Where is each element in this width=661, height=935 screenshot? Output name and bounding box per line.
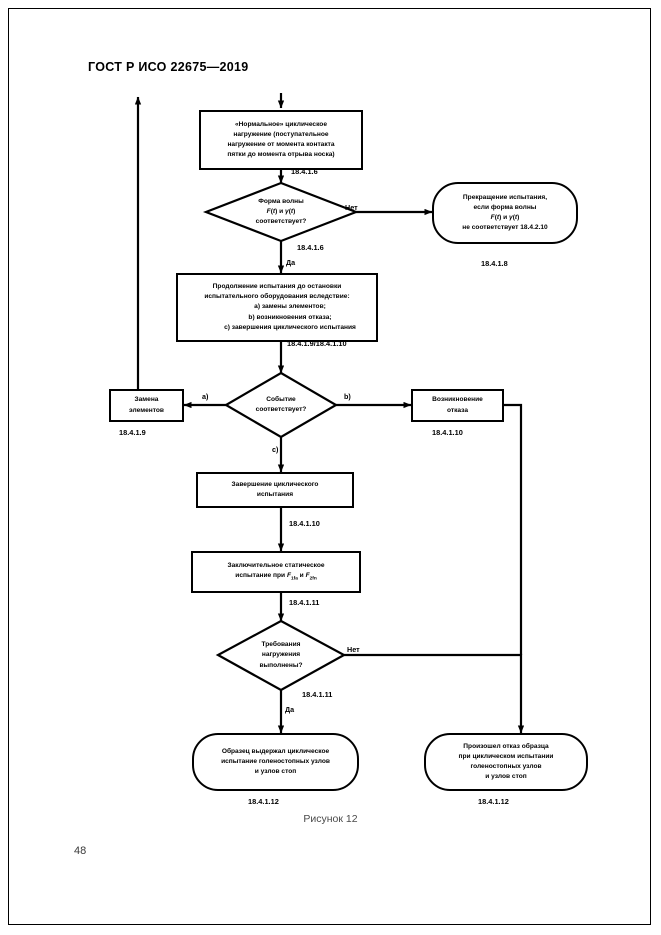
ref-label-continue-test: 18.4.1.9/18.4.1.10 xyxy=(287,339,347,348)
node-line: если форма волны xyxy=(473,203,537,211)
figure-caption: Рисунок 12 xyxy=(303,813,358,825)
node-line: при циклическом испытании xyxy=(458,752,554,760)
node-line: b) возникновения отказа; xyxy=(248,313,332,321)
node-line: соответствует? xyxy=(255,218,307,226)
node-continue-test[interactable]: Продолжение испытания до остановки испыт… xyxy=(176,273,378,342)
node-line: не соответствует 18.4.2.10 xyxy=(462,224,548,232)
node-test-termination[interactable]: Прекращение испытания, если форма волны … xyxy=(432,182,578,244)
node-line: испытание при F1fa и F2fn xyxy=(235,572,317,582)
node-sample-passed[interactable]: Образец выдержал циклическое испытание г… xyxy=(192,733,359,791)
node-line: элементов xyxy=(129,406,164,414)
node-line: испытание голеностопных узлов xyxy=(221,757,330,765)
node-cyclic-test-completion[interactable]: Завершение циклического испытания xyxy=(196,472,354,508)
node-line: и узлов стоп xyxy=(485,773,527,781)
node-final-static-test[interactable]: Заключительное статическое испытание при… xyxy=(191,551,361,593)
standard-header: ГОСТ Р ИСО 22675—2019 xyxy=(88,60,249,74)
node-line: «Нормальное» циклическое xyxy=(235,120,327,128)
ref-label-replace-components: 18.4.1.9 xyxy=(119,428,146,437)
edge-label-waveform-yes: Да xyxy=(286,258,296,267)
node-line: F(t) и γ(t) xyxy=(490,214,520,221)
node-line: Замена xyxy=(134,396,159,404)
edge-label-event-b: b) xyxy=(344,392,351,401)
ref-label-failure-occurrence: 18.4.1.10 xyxy=(432,428,463,437)
node-line: Требования xyxy=(261,641,301,649)
node-line: Продолжение испытания до остановки xyxy=(212,282,342,290)
node-line: c) завершения циклического испытания xyxy=(224,323,356,331)
page-number: 48 xyxy=(74,845,87,857)
node-normal-cyclic-loading[interactable]: «Нормальное» циклическое нагружение (пос… xyxy=(199,110,363,170)
edge-label-requirements-yes: Да xyxy=(285,705,295,714)
edge-label-waveform-no: Нет xyxy=(345,203,358,212)
ref-label-loading-requirements-check: 18.4.1.11 xyxy=(302,690,333,699)
ref-label-sample-passed: 18.4.1.12 xyxy=(248,797,279,806)
node-line: нагружение от момента контакта xyxy=(227,141,335,148)
node-line: Произошел отказ образца xyxy=(463,742,549,750)
ref-label-test-termination: 18.4.1.8 xyxy=(481,259,508,268)
node-line: испытательного оборудования вследствие: xyxy=(204,293,350,301)
node-line: F(t) и γ(t) xyxy=(266,207,296,215)
edge-label-event-c: c) xyxy=(272,445,279,454)
node-replace-components[interactable]: Замена элементов xyxy=(109,389,184,422)
node-line: Прекращение испытания, xyxy=(462,193,548,201)
node-line: Образец выдержал циклическое xyxy=(221,747,330,755)
node-loading-requirements-check[interactable]: Требования нагружения выполнены? xyxy=(218,621,344,690)
node-line: и узлов стоп xyxy=(254,768,297,776)
ref-label-sample-failed: 18.4.1.12 xyxy=(478,797,509,806)
ref-label-cyclic-test-completion: 18.4.1.10 xyxy=(289,519,320,528)
page-border xyxy=(8,8,651,925)
node-line: пятки до момента отрыва носка) xyxy=(227,151,335,159)
node-line: Завершение циклического xyxy=(231,480,319,488)
node-sample-failed[interactable]: Произошел отказ образца при циклическом … xyxy=(424,733,588,791)
node-event-check[interactable]: Событие соответствует? xyxy=(226,373,336,437)
node-line: нагружение (поступательное xyxy=(233,130,329,138)
node-line: выполнены? xyxy=(259,661,303,669)
node-line: соответствует? xyxy=(255,406,307,413)
edge-label-requirements-no: Нет xyxy=(347,645,360,654)
node-line: Заключительное статическое xyxy=(227,562,325,570)
edge-label-event-a: a) xyxy=(202,392,209,401)
node-failure-occurrence[interactable]: Возникновение отказа xyxy=(411,389,504,422)
ref-label-normal-cyclic-loading: 18.4.1.6 xyxy=(291,167,318,176)
node-line: Форма волны xyxy=(258,197,304,205)
node-line: испытания xyxy=(256,491,294,498)
ref-label-waveform-check: 18.4.1.6 xyxy=(297,243,324,252)
ref-label-final-static-test: 18.4.1.11 xyxy=(289,598,320,607)
node-line: отказа xyxy=(446,406,468,414)
node-line: a) замены элементов; xyxy=(254,303,326,311)
node-waveform-check[interactable]: Форма волны F(t) и γ(t) соответствует? xyxy=(206,183,356,241)
node-line: голеностопных узлов xyxy=(470,763,542,770)
node-line: Событие xyxy=(266,395,296,403)
node-line: Возникновение xyxy=(432,396,483,404)
node-line: нагружения xyxy=(261,651,301,659)
